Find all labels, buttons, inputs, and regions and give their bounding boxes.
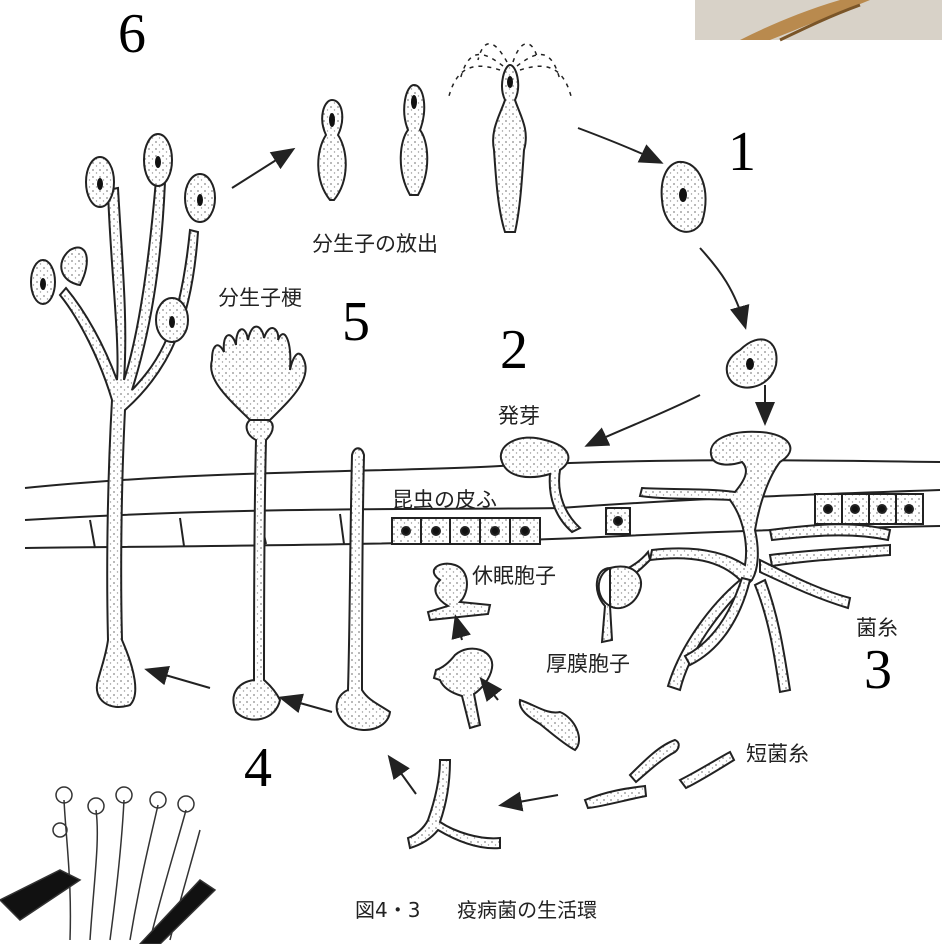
figure-caption: 図4・3 疫病菌の生活環 <box>355 900 597 920</box>
label-conidiophore: 分生子梗 <box>218 288 302 309</box>
crowned-conidiophore <box>211 327 306 720</box>
label-germination: 発芽 <box>498 406 540 427</box>
released-conidia <box>318 44 572 232</box>
mycelium <box>610 432 890 692</box>
label-insect-cuticle: 昆虫の皮ふ <box>392 490 497 511</box>
stage-number-6: 6 <box>118 6 146 62</box>
figure-title: 疫病菌の生活環 <box>457 898 597 922</box>
free-conidia <box>662 162 777 388</box>
stage-number-1: 1 <box>728 124 756 180</box>
branched-conidiophore <box>31 134 215 707</box>
label-thick-walled-spore: 厚膜胞子 <box>546 654 630 675</box>
inset-sketch <box>0 787 215 944</box>
corner-photo <box>695 0 942 40</box>
stage-number-5: 5 <box>342 294 370 350</box>
stage-number-3: 3 <box>864 642 892 698</box>
label-hyphae: 菌糸 <box>856 618 898 639</box>
short-hyphae <box>408 740 734 848</box>
figure-number: 図4・3 <box>355 898 420 922</box>
stage-number-4: 4 <box>244 740 272 796</box>
label-short-hyphae: 短菌糸 <box>746 744 809 765</box>
label-spore-release: 分生子の放出 <box>312 234 438 255</box>
label-resting-spore: 休眠胞子 <box>472 566 556 587</box>
plain-conidiophore <box>337 448 390 730</box>
stage-number-2: 2 <box>500 322 528 378</box>
